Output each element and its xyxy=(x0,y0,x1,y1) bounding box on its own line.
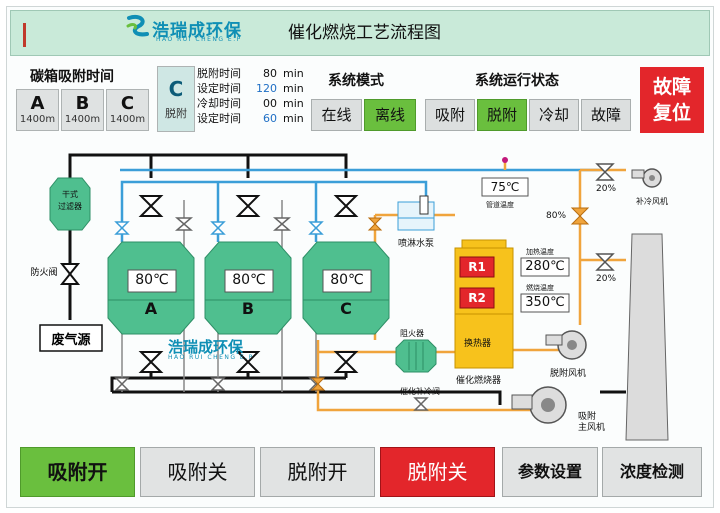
diagram-logo-subtext: HAO RUI CHENG E.P xyxy=(168,354,254,361)
chimney xyxy=(625,233,669,441)
mode-label: 系统模式 xyxy=(328,73,384,89)
flame-arrester[interactable] xyxy=(395,339,437,373)
desorb-tank-tile: C 脱附 xyxy=(157,66,195,132)
tank-b-time: 1400m xyxy=(64,114,101,125)
spray-pump[interactable] xyxy=(397,201,435,231)
header-marker xyxy=(23,23,26,47)
logo-text: 浩瑞成环保 xyxy=(152,21,242,41)
supp-fan-icon[interactable] xyxy=(631,168,662,188)
status-label: 系统运行状态 xyxy=(475,73,559,89)
main-fan-icon[interactable] xyxy=(511,386,567,424)
valves-orange[interactable] xyxy=(310,207,590,391)
valve-pct-1: 20% xyxy=(596,184,617,194)
logo-icon xyxy=(126,15,149,37)
page-title: 催化燃烧工艺流程图 xyxy=(288,23,441,43)
diagram-logo-text: 浩瑞成环保 xyxy=(168,338,244,356)
main-fan-label: 吸附 主风机 xyxy=(578,412,606,433)
desorb-tank-label: 脱附 xyxy=(165,107,187,120)
params-settings-button[interactable]: 参数设置 xyxy=(502,447,598,497)
adsorb-on-button[interactable]: 吸附开 xyxy=(20,447,135,497)
tank-b-name: B xyxy=(75,93,90,114)
desorb-tank-name: C xyxy=(168,77,184,101)
status-cooling: 冷却 xyxy=(529,99,579,131)
valves-black[interactable] xyxy=(138,195,359,373)
fire-valve-label: 防火阀 xyxy=(30,266,57,278)
tank-b-time-tile[interactable]: B 1400m xyxy=(61,89,104,131)
valve-pct-2: 80% xyxy=(546,211,567,221)
burner-label: 催化燃烧器 xyxy=(456,376,502,386)
tank-a-temp: 80℃ xyxy=(135,272,169,288)
r1-heater xyxy=(459,256,495,278)
concentration-check-button[interactable]: 浓度检测 xyxy=(602,447,702,497)
adsorb-off-button[interactable]: 吸附关 xyxy=(140,447,255,497)
heat-temp-box xyxy=(520,257,570,277)
tank-c-time-tile[interactable]: C 1400m xyxy=(106,89,149,131)
tank-b-label: B xyxy=(241,299,255,318)
waste-gas-box xyxy=(39,324,103,352)
tank-a-name: A xyxy=(30,93,45,114)
tank-a-time-tile[interactable]: A 1400m xyxy=(16,89,59,131)
tank-b-temp: 80℃ xyxy=(232,272,266,288)
fault-reset-button[interactable]: 故障 复位 xyxy=(640,67,704,133)
adsorb-time-label: 碳箱吸附时间 xyxy=(30,69,114,85)
valves-blue[interactable] xyxy=(114,221,324,235)
heat-temp-label: 加热温度 xyxy=(526,248,554,256)
waste-gas-label: 废气源 xyxy=(51,332,90,348)
desorb-off-button[interactable]: 脱附关 xyxy=(380,447,495,497)
filter-label-1: 干式 xyxy=(62,189,78,199)
desorb-fan-icon[interactable] xyxy=(545,330,587,360)
pipe-temp-label: 管道温度 xyxy=(486,201,514,209)
valve-pct-3: 20% xyxy=(596,274,617,284)
desorb-on-button[interactable]: 脱附开 xyxy=(260,447,375,497)
online-mode-button[interactable]: 在线 xyxy=(311,99,362,131)
desorb-fan-label: 脱附风机 xyxy=(550,369,587,379)
r2-heater xyxy=(459,287,495,309)
tank-c-label: C xyxy=(340,299,352,318)
spray-pump-label: 喷淋水泵 xyxy=(398,239,435,249)
tank-b-temp-box xyxy=(224,269,274,293)
r1-label: R1 xyxy=(468,260,486,274)
offline-mode-button[interactable]: 离线 xyxy=(364,99,416,131)
tank-a-temp-box xyxy=(127,269,177,293)
pipe-temp-value: 75℃ xyxy=(490,180,520,194)
status-desorb: 脱附 xyxy=(477,99,527,131)
heat-temp-value: 280℃ xyxy=(525,259,565,274)
fire-valve-icon[interactable] xyxy=(59,263,81,285)
header-bar xyxy=(10,10,710,56)
valves-small[interactable] xyxy=(114,217,429,411)
burn-temp-box xyxy=(520,293,570,313)
dry-filter xyxy=(49,177,91,231)
tank-c-temp: 80℃ xyxy=(330,272,364,288)
pipe-temp-box xyxy=(481,177,529,197)
status-fault: 故障 xyxy=(581,99,631,131)
tank-c-name: C xyxy=(120,93,135,114)
burn-temp-label: 燃烧温度 xyxy=(526,284,554,292)
logo-subtext: HAO RUI CHENG E.P xyxy=(156,36,242,43)
tank-a-time: 1400m xyxy=(19,114,56,125)
burn-temp-value: 350℃ xyxy=(525,295,565,310)
tank-c-temp-box xyxy=(322,269,372,293)
supp-fan-label: 补冷风机 xyxy=(636,197,668,206)
valves-air[interactable] xyxy=(595,163,615,271)
heat-exchanger-label: 换热器 xyxy=(464,339,492,349)
fault-reset-line2: 复位 xyxy=(652,102,691,124)
tank-a-label: A xyxy=(144,299,158,318)
fault-reset-line1: 故障 xyxy=(652,76,691,98)
tank-c-time: 1400m xyxy=(109,114,146,125)
filter-label-2: 过滤器 xyxy=(58,201,82,211)
flame-arrester-label: 阻火器 xyxy=(400,329,424,338)
status-adsorb: 吸附 xyxy=(425,99,475,131)
r2-label: R2 xyxy=(468,291,486,305)
catalytic-cool-valve-label: 催化补冷阀 xyxy=(400,387,440,396)
temp-sensor-icon xyxy=(502,157,508,163)
